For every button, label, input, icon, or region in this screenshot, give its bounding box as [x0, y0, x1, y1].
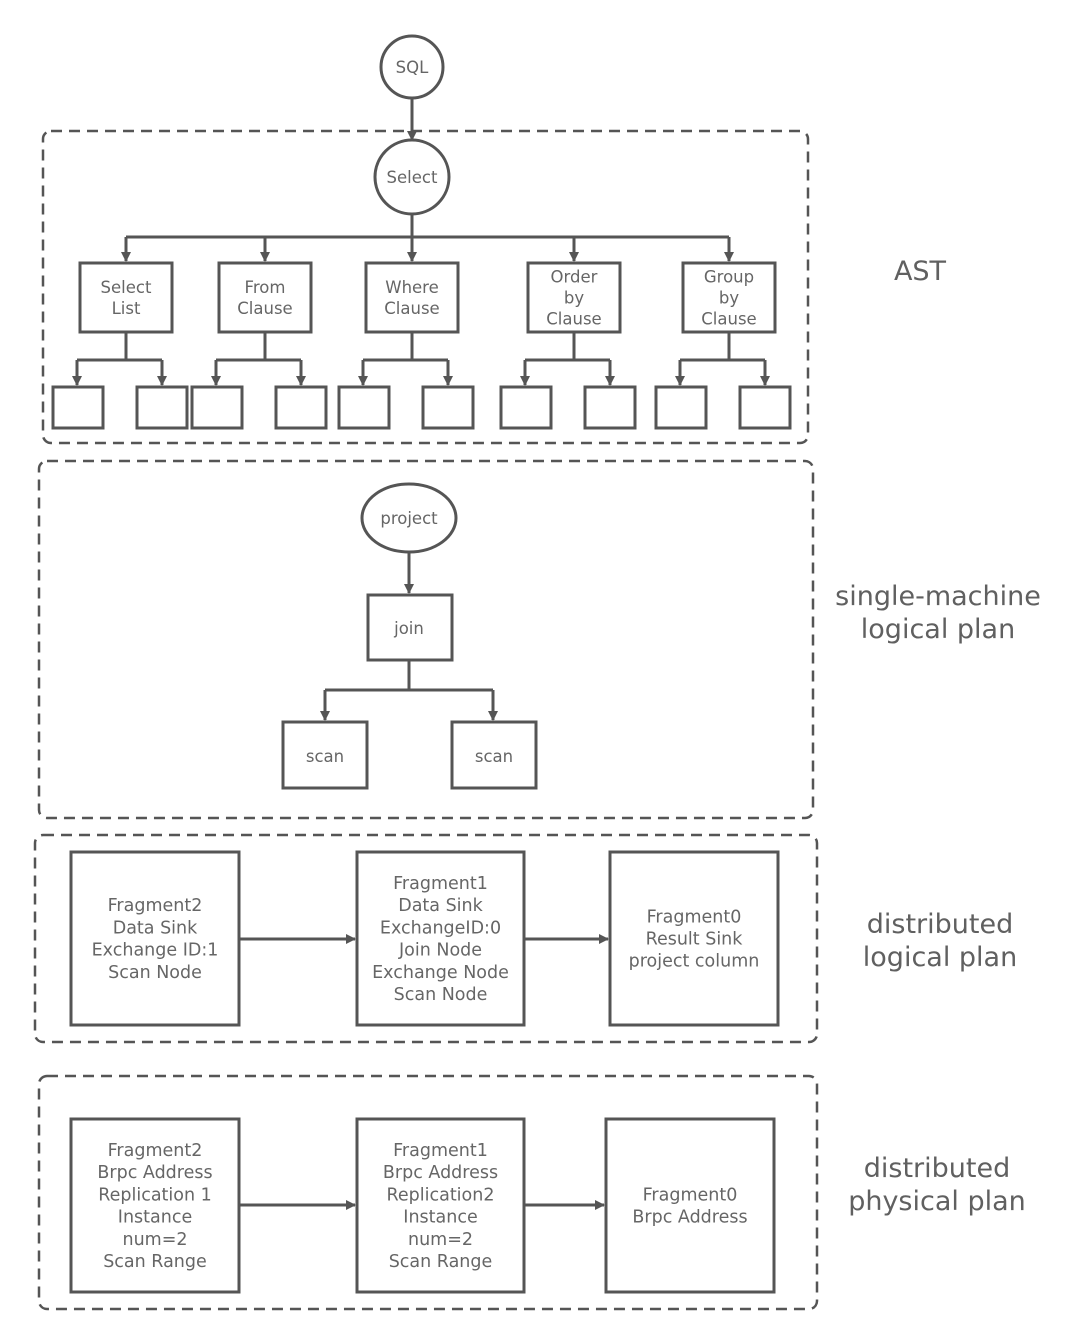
distributed-physical-fragment-0-line-5: num=2: [122, 1230, 187, 1250]
distributed-logical-fragment-1-line-3: ExchangeID:0: [380, 918, 501, 938]
group-by-clause-label-line-1: Group: [704, 268, 754, 287]
distributed-logical-fragment-0-line-1: Fragment2: [108, 896, 203, 916]
group-by-clause-label-line-2: by: [719, 289, 739, 308]
order-by-clause-node: [526, 261, 622, 334]
distributed-physical-section: distributed physical plan Fragment2Brpc …: [37, 1074, 1026, 1311]
group-by-clause-label-line-3: Clause: [701, 310, 756, 329]
where-clause-leaf-bus: [363, 332, 448, 362]
scan-node-left: [281, 720, 369, 790]
scan-node-right-label: scan: [475, 747, 513, 766]
from-clause-child-node-1: [190, 385, 244, 430]
distributed-physical-fragment-1-line-6: Scan Range: [389, 1252, 493, 1272]
edge-join-bus: [325, 660, 493, 692]
select-list-label-line-2: List: [112, 299, 141, 318]
distributed-logical-fragment-0-box: [69, 850, 241, 1027]
group-by-clause-leaf-bus: [680, 332, 765, 362]
distributed-physical-fragment-1-line-4: Instance: [403, 1208, 477, 1228]
order-by-clause-label-line-2: by: [564, 289, 584, 308]
order-by-clause-label-line-1: Order: [551, 268, 598, 287]
distributed-logical-fragment-0-line-4: Scan Node: [108, 963, 202, 983]
from-clause-label-line-2: Clause: [237, 299, 292, 318]
distributed-physical-fragment-1-line-3: Replication2: [387, 1185, 495, 1205]
where-clause-child-node-1: [337, 385, 391, 430]
join-node: [366, 593, 454, 662]
single-machine-group-border: [37, 459, 815, 820]
join-node-label: join: [393, 619, 424, 638]
select-list-child-node-2: [135, 385, 189, 430]
distributed-physical-group-border: [37, 1074, 819, 1311]
group-by-clause-child-node-2: [738, 385, 792, 430]
single-machine-section: single-machine logical plan project join…: [37, 459, 1041, 820]
distributed-logical-label-line-2: logical plan: [863, 942, 1017, 973]
sql-node-label: SQL: [396, 58, 429, 77]
distributed-physical-fragment-0-line-6: Scan Range: [103, 1252, 207, 1272]
from-clause-child-node-2: [274, 385, 328, 430]
single-machine-label-line-2: logical plan: [861, 614, 1015, 645]
edge-select-bus: [126, 214, 729, 239]
distributed-logical-group-border: [33, 833, 819, 1044]
order-by-clause-label-line-3: Clause: [546, 310, 601, 329]
distributed-logical-label-line-1: distributed: [867, 909, 1013, 940]
distributed-logical-fragment-0-line-3: Exchange ID:1: [92, 941, 219, 961]
distributed-physical-fragment-1-line-1: Fragment1: [393, 1141, 488, 1161]
order-by-clause-child-node-1: [499, 385, 553, 430]
distributed-logical-fragment-1-line-1: Fragment1: [393, 874, 488, 894]
distributed-logical-fragment-2-box: [608, 850, 780, 1027]
distributed-logical-fragment-1-line-5: Exchange Node: [372, 963, 509, 983]
distributed-physical-fragment-0-line-3: Replication 1: [98, 1185, 212, 1205]
from-clause-label-line-1: From: [245, 278, 286, 297]
order-by-clause-leaf-bus: [525, 332, 610, 362]
order-by-clause-child-node-2: [583, 385, 637, 430]
distributed-logical-fragment-2-line-2: Result Sink: [646, 930, 744, 950]
project-node-label: project: [380, 509, 438, 528]
distributed-logical-fragment-1-box: [355, 850, 526, 1027]
distributed-physical-fragment-0-line-4: Instance: [118, 1208, 192, 1228]
where-clause-child-node-2: [421, 385, 475, 430]
distributed-logical-fragment-2-line-3: project column: [629, 952, 760, 972]
from-clause-leaf-bus: [216, 332, 301, 362]
distributed-logical-fragment-1-line-4: Join Node: [398, 941, 482, 961]
ast-label: AST: [894, 256, 947, 287]
distributed-logical-fragment-1-line-2: Data Sink: [398, 896, 483, 916]
distributed-physical-fragment-1-line-5: num=2: [408, 1230, 473, 1250]
where-clause-label-line-2: Clause: [384, 299, 439, 318]
single-machine-label-line-1: single-machine: [835, 581, 1041, 612]
distributed-logical-fragment-0-line-2: Data Sink: [113, 918, 198, 938]
ast-group-border: [41, 129, 810, 445]
from-clause-node: [217, 261, 313, 334]
distributed-physical-fragment-0-line-2: Brpc Address: [97, 1163, 212, 1183]
select-list-leaf-bus: [77, 332, 162, 362]
where-clause-node: [364, 261, 460, 334]
distributed-physical-fragment-0-line-1: Fragment2: [108, 1141, 203, 1161]
distributed-physical-fragment-2-line-2: Brpc Address: [632, 1208, 747, 1228]
scan-node-right: [450, 720, 538, 790]
select-list-child-node-1: [51, 385, 105, 430]
group-by-clause-child-node-1: [654, 385, 708, 430]
select-list-label-line-1: Select: [101, 278, 152, 297]
group-by-clause-node: [681, 261, 777, 334]
distributed-physical-fragment-2-line-1: Fragment0: [643, 1185, 738, 1205]
distributed-physical-fragment-1-line-2: Brpc Address: [383, 1163, 498, 1183]
distributed-physical-label-line-1: distributed: [864, 1153, 1010, 1184]
distributed-logical-fragment-2-line-1: Fragment0: [647, 907, 742, 927]
distributed-physical-fragment-2-box: [604, 1117, 776, 1294]
scan-node-left-label: scan: [306, 747, 344, 766]
distributed-physical-fragment-0-box: [69, 1117, 241, 1294]
distributed-logical-fragment-1-line-6: Scan Node: [394, 985, 488, 1005]
where-clause-label-line-1: Where: [385, 278, 439, 297]
select-node-label: Select: [387, 168, 438, 187]
select-list-node: [78, 261, 174, 334]
distributed-physical-label-line-2: physical plan: [848, 1186, 1026, 1217]
